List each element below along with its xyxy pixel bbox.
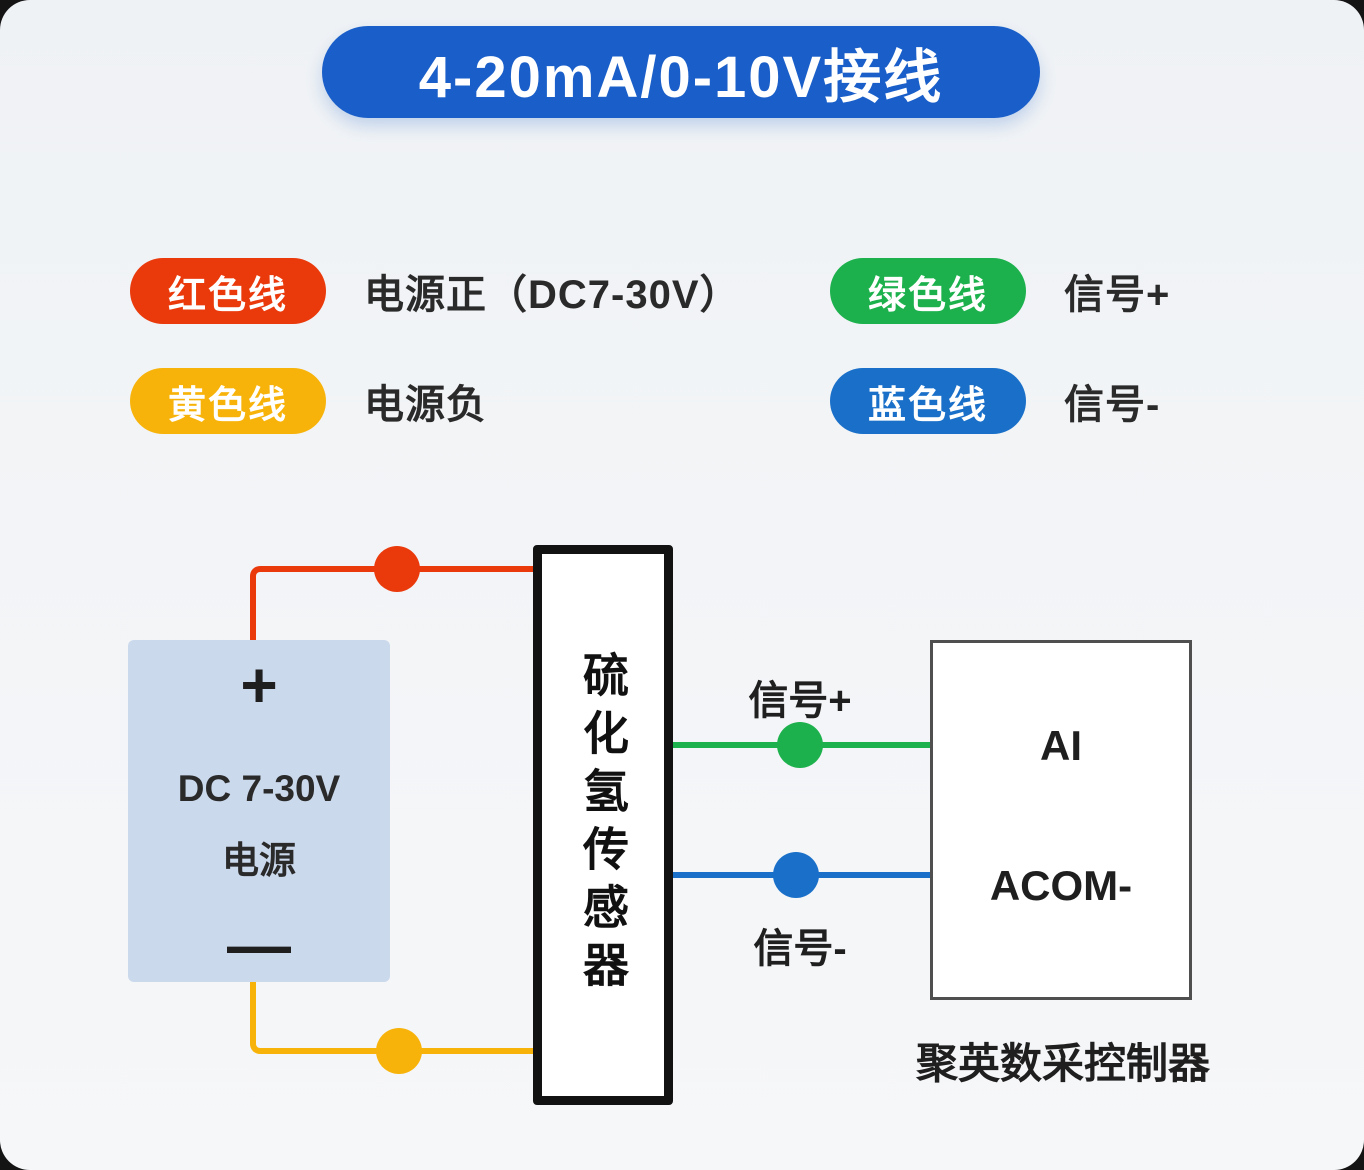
red-wire-pill: 红色线 (130, 258, 326, 324)
controller-acom-terminal: ACOM- (989, 862, 1133, 909)
green-wire-pill: 绿色线 (830, 258, 1026, 324)
yellow-connection-dot (376, 1028, 422, 1074)
signal-plus-label: 信号+ (748, 679, 852, 723)
red-wire-desc: 电源正（DC7-30V） (364, 273, 741, 317)
green-connection-dot (777, 722, 823, 768)
yellow-wire-pill: 黄色线 (130, 368, 326, 434)
legend-item-blue: 蓝色线 信号- (830, 368, 1160, 434)
blue-connection-dot (773, 852, 819, 898)
yellow-wire-desc: 电源负 (364, 383, 487, 427)
power-supply-box (128, 640, 390, 982)
power-plus-terminal: + (240, 649, 278, 721)
controller-box (930, 640, 1192, 1000)
controller-caption: 聚英数采控制器 (915, 1040, 1210, 1087)
green-wire-desc: 信号+ (1064, 273, 1171, 317)
power-label: 电源 (222, 840, 296, 881)
sensor-box: 硫化氢传感器 (533, 545, 673, 1105)
red-connection-dot (374, 546, 420, 592)
page-title: 4-20mA/0-10V接线 (418, 45, 944, 110)
power-minus-terminal: — (227, 909, 291, 981)
legend-item-green: 绿色线 信号+ (830, 258, 1170, 324)
legend-item-yellow: 黄色线 电源负 (130, 368, 487, 434)
controller-ai-terminal: AI (1040, 722, 1082, 769)
signal-minus-label: 信号- (753, 927, 847, 971)
blue-wire-desc: 信号- (1064, 383, 1161, 427)
blue-wire-pill: 蓝色线 (830, 368, 1026, 434)
legend-item-red: 红色线 电源正（DC7-30V） (130, 258, 741, 324)
title-badge: 4-20mA/0-10V接线 (322, 26, 1040, 118)
sensor-label: 硫化氢传感器 (577, 651, 629, 999)
power-voltage-label: DC 7-30V (177, 768, 341, 809)
